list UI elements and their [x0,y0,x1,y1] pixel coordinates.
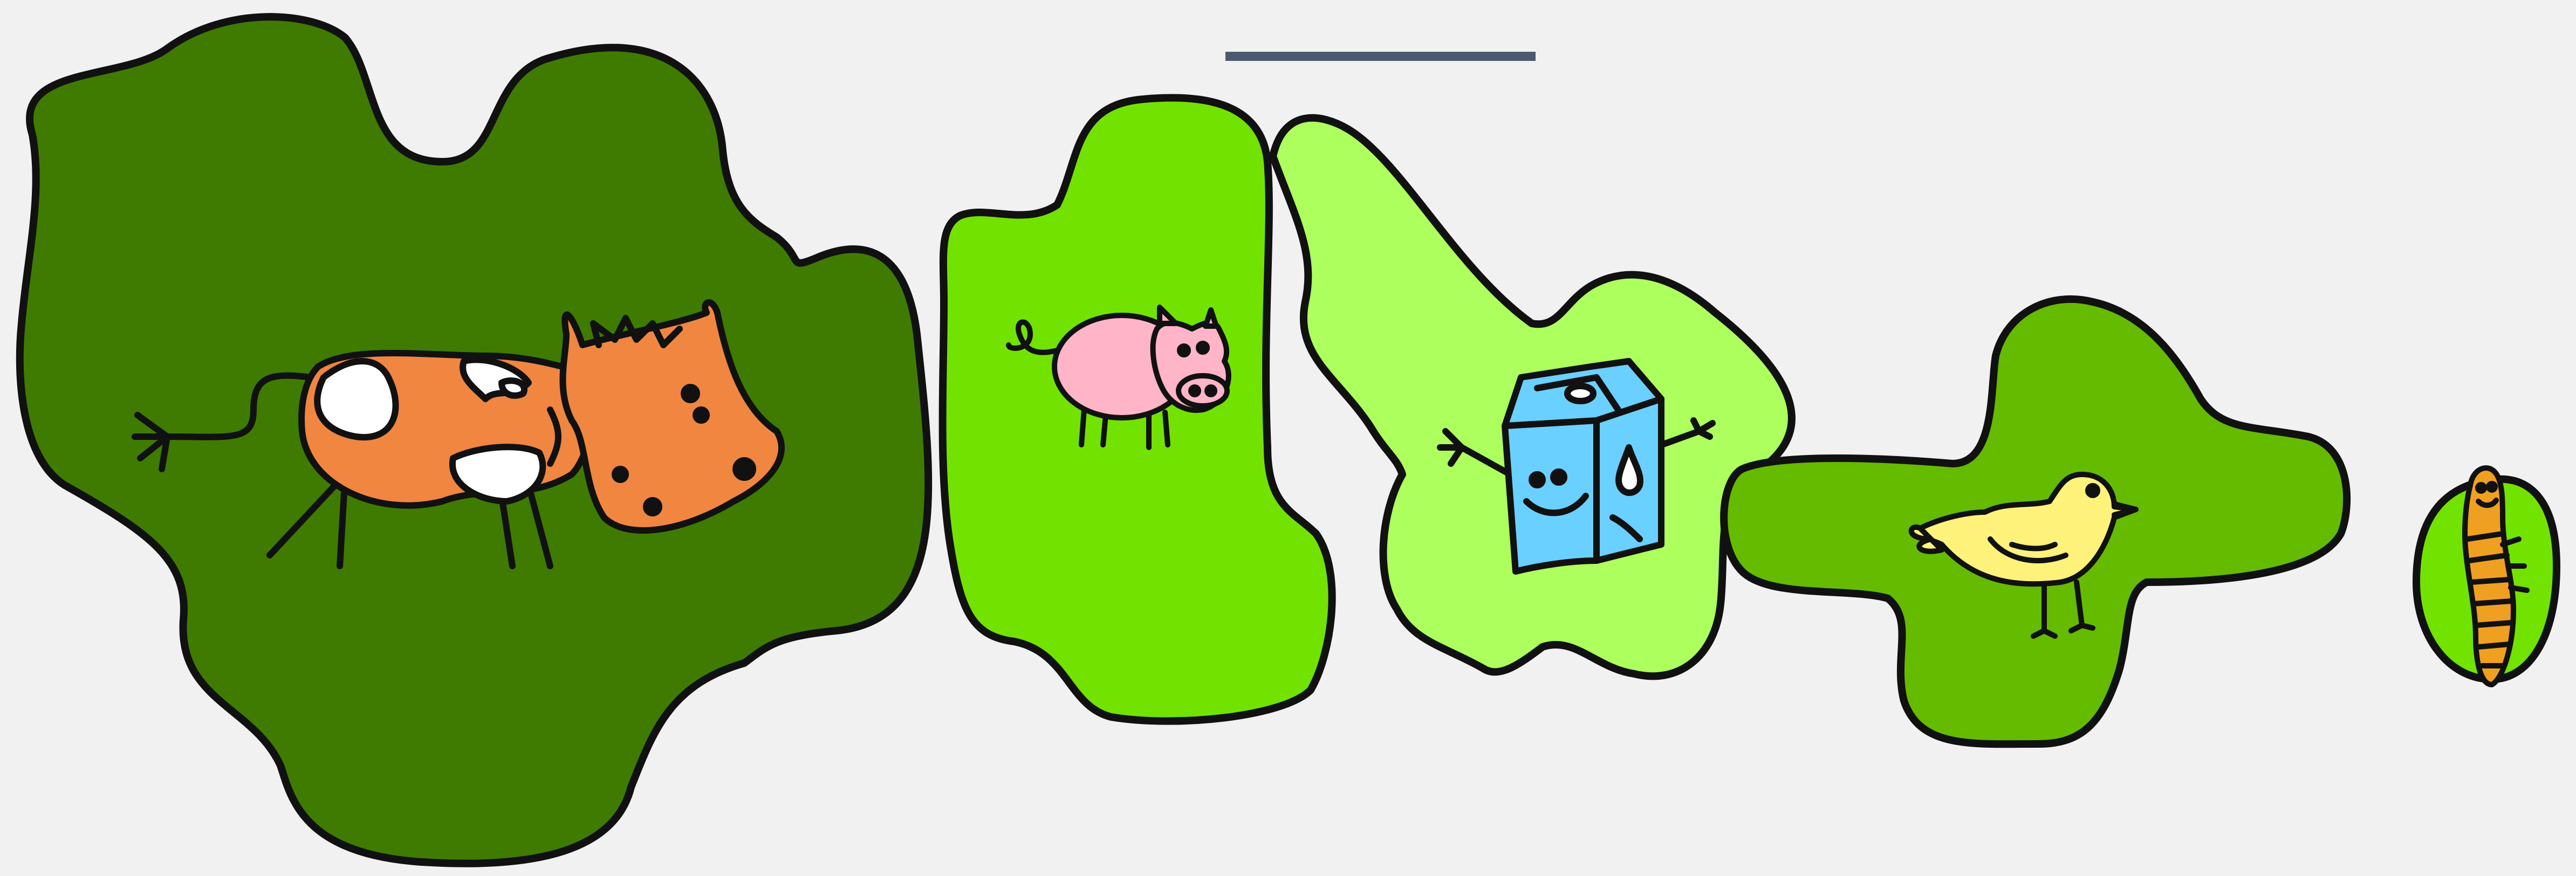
pig-group [938,94,1336,725]
pig-icon [1006,305,1231,450]
cow-group [16,13,933,867]
worm-group [2413,465,2560,687]
chick-icon [1908,472,2139,639]
worm-icon [2462,465,2530,687]
chick-group [1720,295,2351,748]
cow-icon [132,299,785,569]
milk-carton-icon [1437,358,1716,575]
milk-group [1269,114,1796,680]
title-bar [1225,52,1536,61]
